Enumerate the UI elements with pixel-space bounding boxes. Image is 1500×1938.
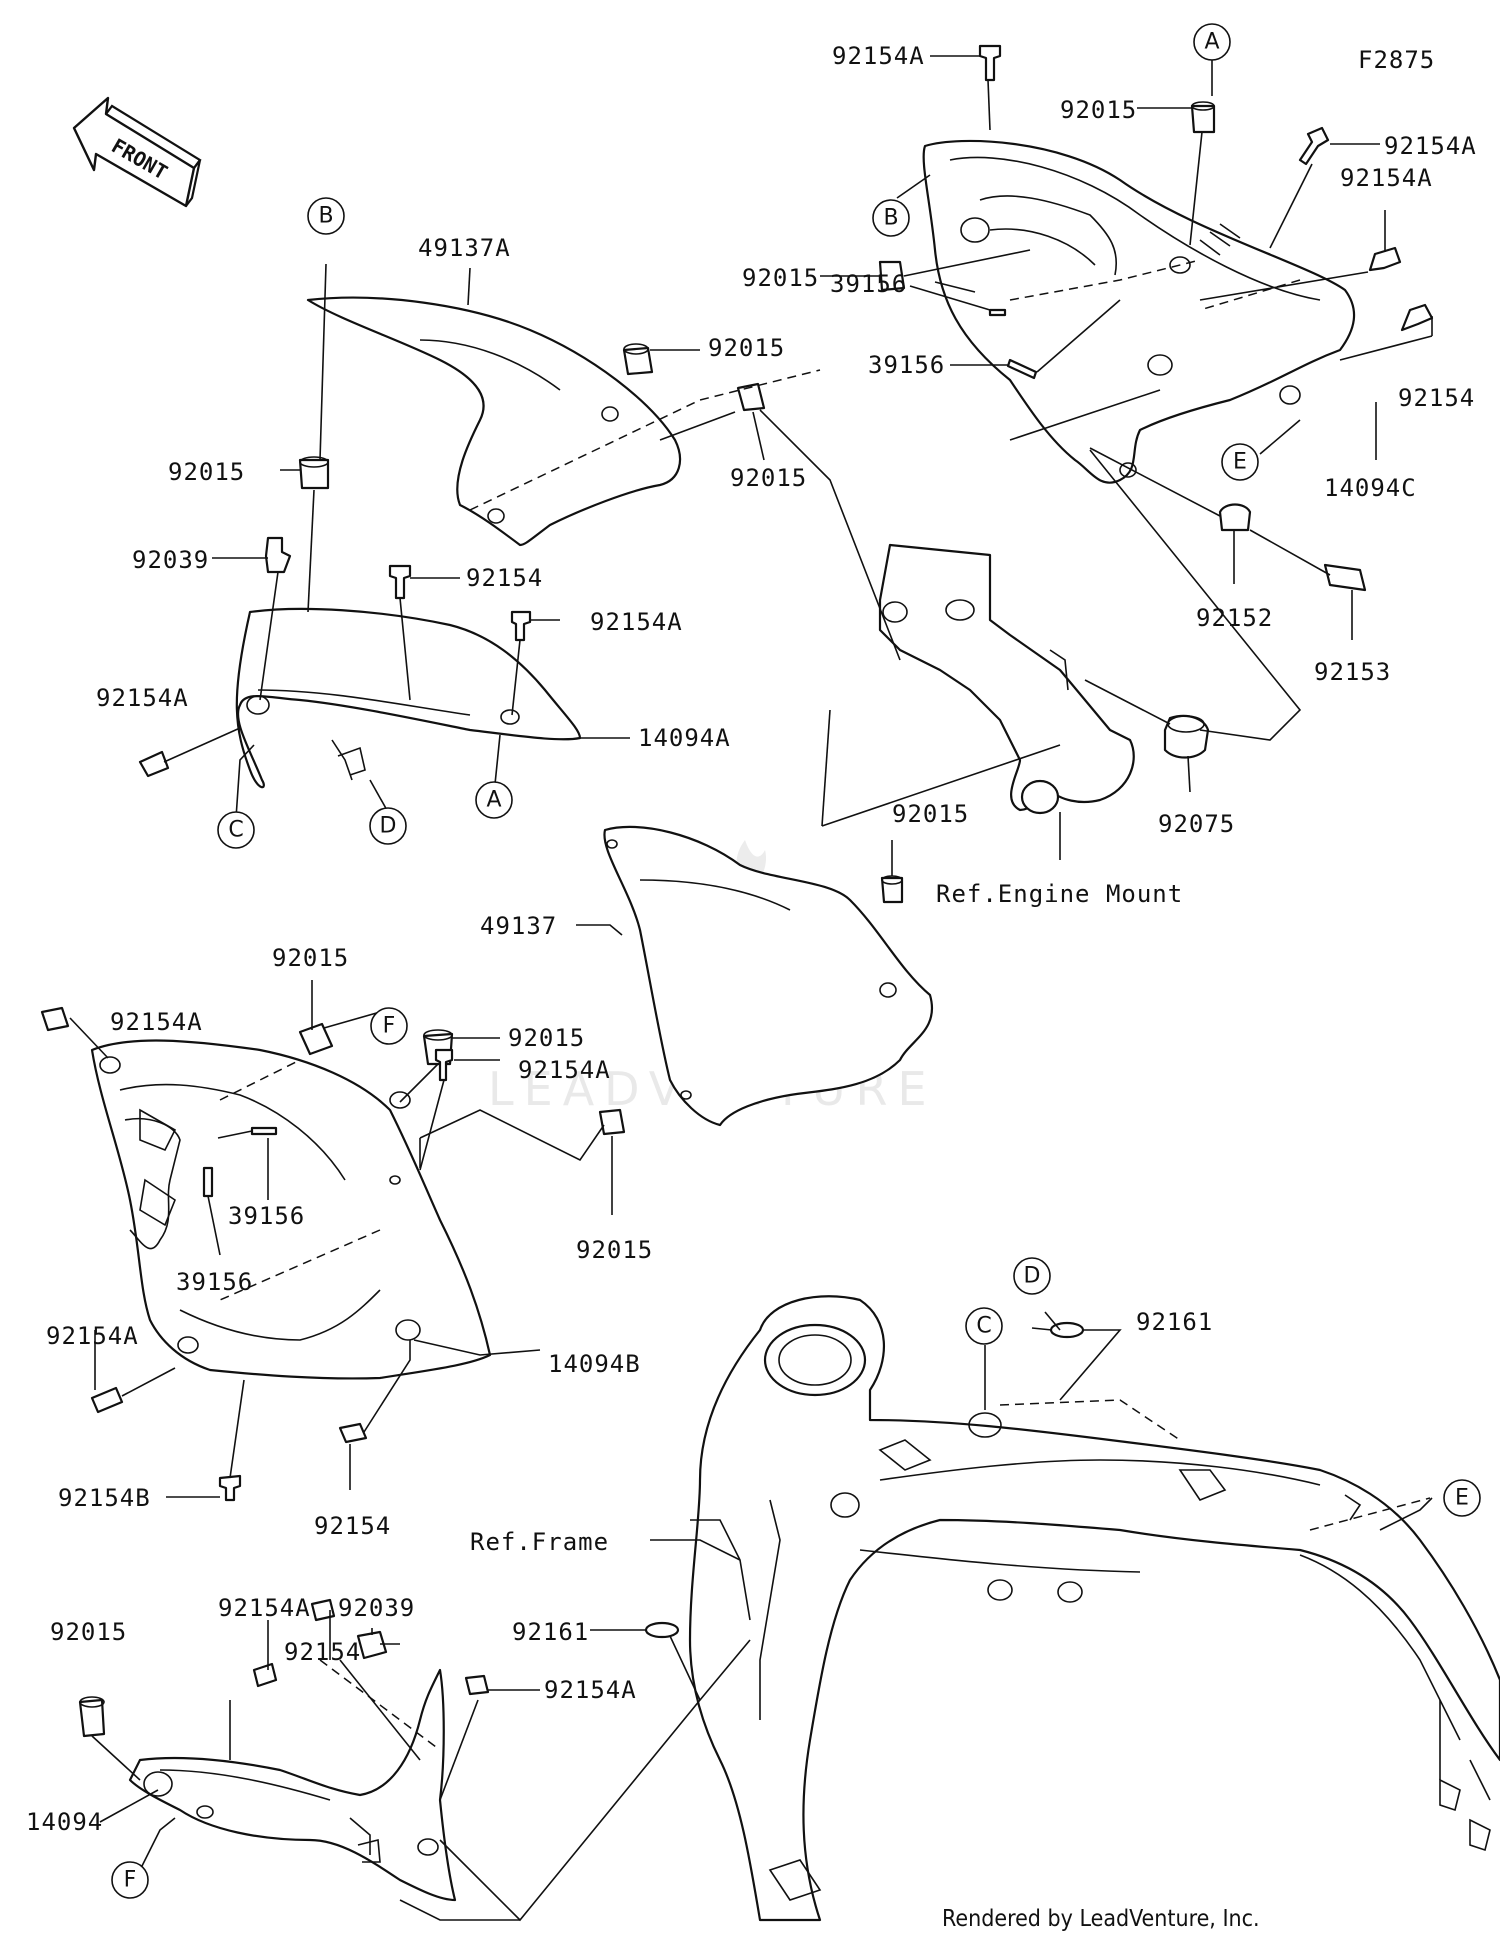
- callout-A-mid: A: [475, 781, 513, 819]
- label-92154A-8: 92154A: [46, 1322, 139, 1350]
- label-92039-2: 92039: [338, 1594, 415, 1622]
- label-14094A: 14094A: [638, 724, 731, 752]
- label-92015-6: 92015: [892, 800, 969, 828]
- label-92154A-6: 92154A: [110, 1008, 203, 1036]
- frame: [688, 1295, 1500, 1922]
- svg-text:D: D: [1024, 1264, 1041, 1289]
- callout-F-mid: F: [370, 1007, 408, 1045]
- label-92154-2: 92154: [466, 564, 543, 592]
- panel-49137: [603, 825, 933, 1127]
- cover-14094A: [235, 607, 582, 789]
- label-92015-4: 92015: [730, 464, 807, 492]
- label-92154A-10: 92154A: [544, 1676, 637, 1704]
- label-92015-8: 92015: [508, 1024, 585, 1052]
- label-92015-2: 92015: [742, 264, 819, 292]
- svg-text:A: A: [486, 788, 501, 813]
- callout-B-top: B: [872, 199, 910, 237]
- label-92154-4: 92154: [284, 1638, 361, 1666]
- callout-E-top: E: [1221, 443, 1259, 481]
- cover-14094: [128, 1668, 457, 1902]
- cover-14094C: [922, 139, 1356, 484]
- callout-F-bottom: F: [111, 1861, 149, 1899]
- callout-C-frame: C: [965, 1307, 1003, 1345]
- label-92154-3: 92154: [314, 1512, 391, 1540]
- callout-D-left: D: [369, 807, 407, 845]
- engine-mount-bracket: [878, 543, 1210, 815]
- svg-text:E: E: [1455, 1486, 1469, 1511]
- label-92154-1: 92154: [1398, 384, 1475, 412]
- label-14094B: 14094B: [548, 1350, 641, 1378]
- front-arrow-icon: FRONT: [72, 96, 202, 208]
- svg-text:F: F: [383, 1014, 396, 1039]
- label-92154A-5: 92154A: [96, 684, 189, 712]
- part-labels: 92154A 92015 92154A 92154A 92015 39156 3…: [26, 42, 1477, 1836]
- svg-text:A: A: [1204, 30, 1219, 55]
- label-39156-1: 39156: [830, 270, 907, 298]
- label-92161-1: 92161: [1136, 1308, 1213, 1336]
- callout-E-frame: E: [1443, 1479, 1481, 1517]
- label-92015-9: 92015: [576, 1236, 653, 1264]
- label-39156-2: 39156: [868, 351, 945, 379]
- panel-49137A: [306, 296, 682, 547]
- label-92015-1: 92015: [1060, 96, 1137, 124]
- label-92154A-7: 92154A: [518, 1056, 611, 1084]
- svg-text:D: D: [380, 814, 397, 839]
- svg-text:B: B: [318, 204, 333, 229]
- rendered-by-footer: Rendered by LeadVenture, Inc.: [942, 1906, 1260, 1932]
- callout-D-frame: D: [1013, 1257, 1051, 1295]
- label-92015-5: 92015: [168, 458, 245, 486]
- ref-frame: Ref.Frame: [470, 1528, 609, 1556]
- svg-text:E: E: [1233, 450, 1247, 475]
- callout-A-top: A: [1193, 23, 1231, 61]
- svg-text:C: C: [976, 1314, 991, 1339]
- leader-lines: [69, 50, 1433, 1922]
- label-92153: 92153: [1314, 658, 1391, 686]
- callout-B-left: B: [307, 197, 345, 235]
- label-39156-4: 39156: [176, 1268, 253, 1296]
- label-92154A-2: 92154A: [1384, 132, 1477, 160]
- label-14094C: 14094C: [1324, 474, 1417, 502]
- label-92154A-1: 92154A: [832, 42, 925, 70]
- ref-engine-mount: Ref.Engine Mount: [936, 880, 1183, 908]
- diagram-code: F2875: [1358, 46, 1435, 74]
- label-92154A-9: 92154A: [218, 1594, 311, 1622]
- label-14094: 14094: [26, 1808, 103, 1836]
- label-92154B: 92154B: [58, 1484, 151, 1512]
- label-92015-10: 92015: [50, 1618, 127, 1646]
- svg-text:B: B: [883, 206, 898, 231]
- label-92015-7: 92015: [272, 944, 349, 972]
- label-92161-2: 92161: [512, 1618, 589, 1646]
- label-92015-3: 92015: [708, 334, 785, 362]
- svg-text:F: F: [124, 1868, 137, 1893]
- cover-14094B: [90, 1039, 492, 1380]
- label-92039-1: 92039: [132, 546, 209, 574]
- label-92152: 92152: [1196, 604, 1273, 632]
- svg-text:C: C: [228, 818, 243, 843]
- label-92154A-3: 92154A: [1340, 164, 1433, 192]
- label-49137A: 49137A: [418, 234, 511, 262]
- label-92154A-4: 92154A: [590, 608, 683, 636]
- fasteners: [40, 44, 1434, 1738]
- label-92075: 92075: [1158, 810, 1235, 838]
- callout-C-left: C: [217, 811, 255, 849]
- label-49137: 49137: [480, 912, 557, 940]
- label-39156-3: 39156: [228, 1202, 305, 1230]
